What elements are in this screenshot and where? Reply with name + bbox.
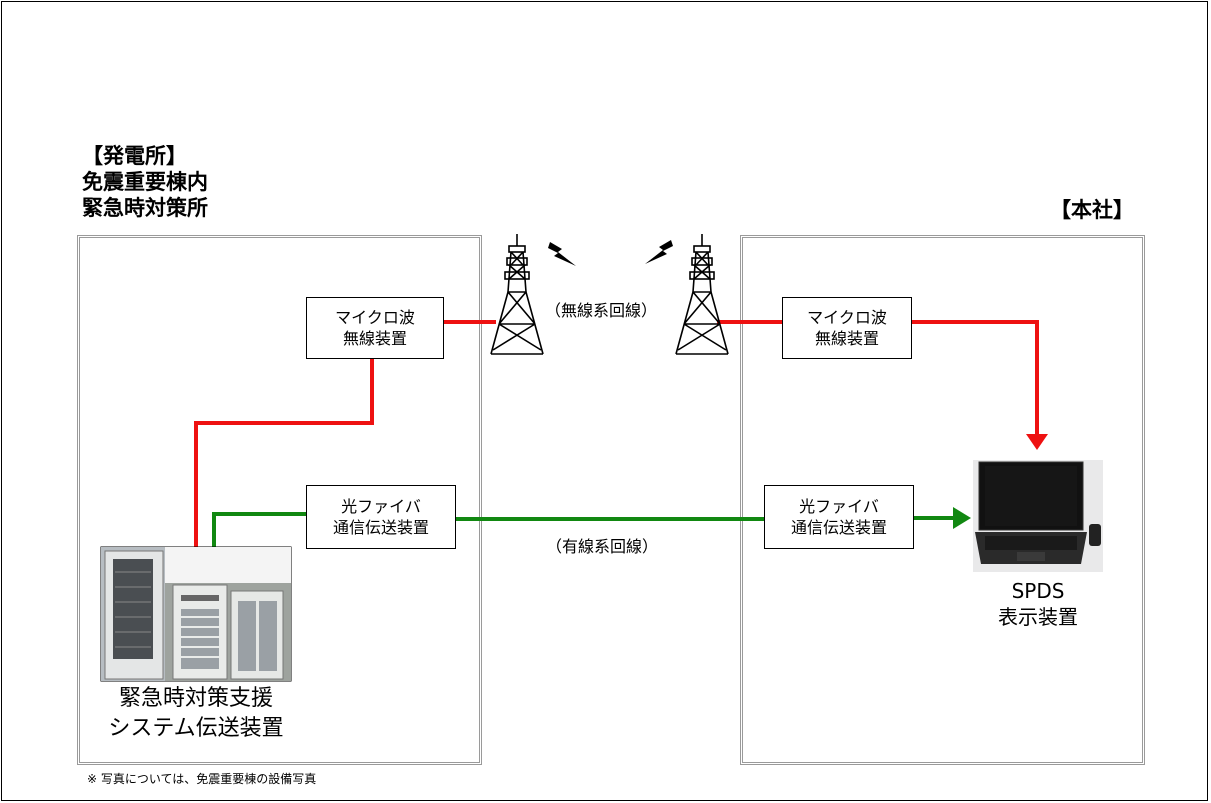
wired-line-plant: [212, 512, 306, 549]
wireless-arrowhead: [1026, 434, 1048, 450]
radio-tower-icon-plant: [490, 234, 544, 355]
plant-fiber-transmitter: 光ファイバ 通信伝送装置: [306, 485, 456, 549]
support-system-caption: 緊急時対策支援 システム伝送装置: [101, 684, 291, 744]
lightning-icon-left: [548, 242, 576, 266]
spds-line1: SPDS: [1011, 579, 1065, 603]
plant-container: [77, 235, 482, 765]
hq-heading: 【本社】: [1050, 198, 1134, 222]
wireless-line-label: （無線系回線）: [545, 301, 658, 320]
plant-heading-line3: 緊急時対策所: [82, 196, 208, 220]
hq-fiber-transmitter: 光ファイバ 通信伝送装置: [764, 485, 914, 549]
hq-fiber-line2: 通信伝送装置: [790, 518, 887, 537]
radio-tower-icon-hq: [675, 234, 729, 355]
hq-microwave-radio: マイクロ波 無線装置: [782, 297, 912, 359]
plant-microwave-line2: 無線装置: [342, 329, 407, 348]
hq-fiber-line1: 光ファイバ: [799, 497, 879, 516]
support-system-line1: 緊急時対策支援: [118, 686, 273, 711]
hq-microwave-line2: 無線装置: [814, 329, 879, 348]
plant-heading: 【発電所】 免震重要棟内 緊急時対策所: [82, 143, 208, 221]
plant-microwave-radio: マイクロ波 無線装置: [306, 297, 444, 359]
photo-footnote: ※ 写真については、免震重要棟の設備写真: [87, 772, 317, 786]
wireless-line-hq: [911, 320, 1039, 436]
hq-container: [740, 235, 1145, 765]
lightning-icon-right: [645, 240, 673, 264]
wired-arrowhead: [953, 507, 971, 529]
spds-line2: 表示装置: [998, 605, 1078, 629]
plant-fiber-line2: 通信伝送装置: [332, 518, 429, 537]
support-system-line2: システム伝送装置: [108, 716, 284, 741]
plant-heading-line2: 免震重要棟内: [82, 170, 208, 194]
plant-heading-line1: 【発電所】: [82, 144, 187, 168]
plant-microwave-line1: マイクロ波: [335, 308, 415, 327]
plant-fiber-line1: 光ファイバ: [341, 497, 421, 516]
hq-microwave-line1: マイクロ波: [807, 308, 887, 327]
wired-line-label: （有線系回線）: [546, 537, 659, 556]
laptop-icon: [973, 460, 1103, 572]
wireless-line-plant: [194, 359, 374, 549]
server-rack-photo: [100, 546, 292, 682]
spds-caption: SPDS 表示装置: [973, 578, 1103, 630]
